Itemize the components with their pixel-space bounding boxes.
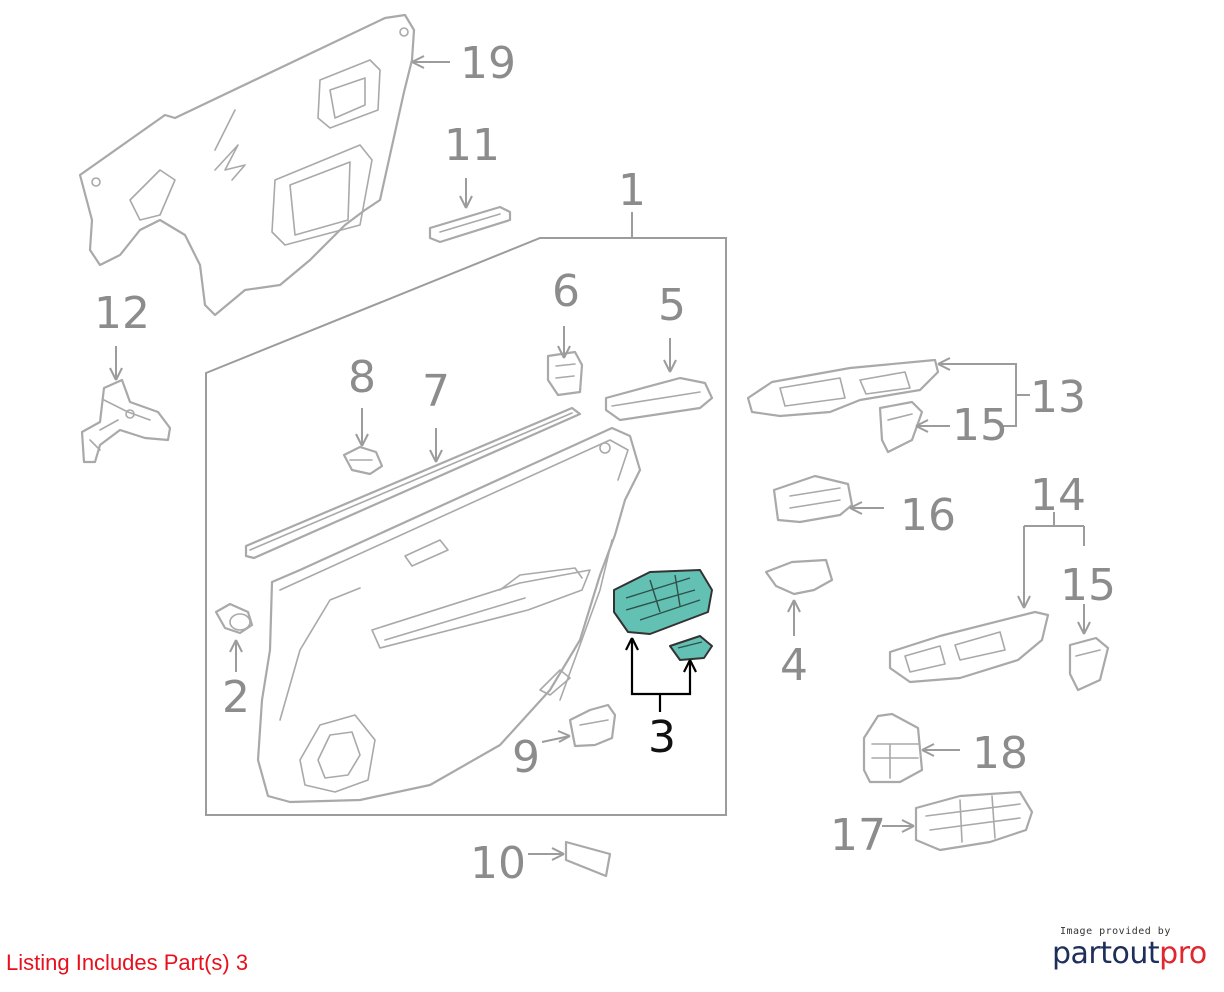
callout-14: 14 xyxy=(1030,470,1086,521)
callout-15-lower: 15 xyxy=(1060,560,1116,611)
arrow-5 xyxy=(663,359,677,373)
callout-1: 1 xyxy=(618,165,646,216)
callout-10: 10 xyxy=(470,838,526,889)
callout-9: 9 xyxy=(512,732,540,783)
arrow-7 xyxy=(429,449,443,463)
arrow-14 xyxy=(1017,595,1031,609)
part-15-cover-top xyxy=(878,400,924,454)
arrow-18 xyxy=(921,743,935,757)
callout-13: 13 xyxy=(1030,372,1086,423)
part-11-clip-strip xyxy=(428,205,512,244)
callout-3: 3 xyxy=(648,712,676,763)
part-8-clip xyxy=(342,445,384,476)
arrow-8 xyxy=(355,433,369,447)
leader-3 xyxy=(630,638,692,712)
part-2-fastener xyxy=(214,602,254,635)
part-6-clip xyxy=(546,350,584,397)
callout-15-top: 15 xyxy=(952,400,1008,451)
part-19-door-panel xyxy=(78,13,416,317)
part-7-weatherstrip xyxy=(244,406,582,560)
arrow-17 xyxy=(901,819,915,833)
arrow-6 xyxy=(557,345,571,359)
arrow-10 xyxy=(551,847,565,861)
arrow-16 xyxy=(849,501,863,515)
callout-5: 5 xyxy=(658,280,686,331)
part-5-armrest-pad xyxy=(604,376,714,422)
listing-includes-note: Listing Includes Part(s) 3 xyxy=(6,950,249,975)
leader-14 xyxy=(1023,512,1085,608)
arrow-11 xyxy=(459,195,473,209)
arrow-13 xyxy=(937,357,951,371)
part-3-switch-bezel-highlighted xyxy=(613,569,713,661)
arrow-12 xyxy=(109,367,123,381)
leader-13 xyxy=(938,363,1030,427)
callout-16: 16 xyxy=(900,490,956,541)
callout-19: 19 xyxy=(460,38,516,89)
callout-12: 12 xyxy=(94,288,150,339)
callout-8: 8 xyxy=(348,352,376,403)
arrow-19 xyxy=(411,55,425,69)
callout-7: 7 xyxy=(422,366,450,417)
part-12-bracket xyxy=(80,378,172,464)
arrow-15-lower xyxy=(1077,621,1091,635)
callout-6: 6 xyxy=(552,266,580,317)
partoutpro-logo: Image provided by partoutpro xyxy=(1052,926,1212,971)
brand-name: partoutpro xyxy=(1052,937,1212,971)
arrow-3a xyxy=(625,637,639,651)
callout-4: 4 xyxy=(780,640,808,691)
brand-name-part1: partout xyxy=(1052,936,1160,971)
callout-2: 2 xyxy=(222,672,250,723)
part-9-bracket xyxy=(568,703,617,748)
part-4-cap xyxy=(764,558,834,596)
part-10-pad xyxy=(564,840,612,878)
part-13-switch-panel xyxy=(746,358,940,418)
arrow-4 xyxy=(787,599,801,613)
brand-name-part2: pro xyxy=(1159,936,1207,971)
callout-11: 11 xyxy=(444,120,500,171)
callout-18: 18 xyxy=(972,728,1028,779)
callout-17: 17 xyxy=(830,810,886,861)
arrow-3b xyxy=(683,659,697,673)
leader-9 xyxy=(541,735,571,743)
arrow-15-top xyxy=(915,419,929,433)
assembly-box-1 xyxy=(205,237,727,816)
part-15-cover-lower xyxy=(1068,636,1110,692)
part-18-switch xyxy=(862,712,924,784)
arrow-9 xyxy=(557,730,571,743)
part-14-switch-panel xyxy=(888,610,1050,684)
arrow-2 xyxy=(229,639,243,653)
part-1-door-trim-panel xyxy=(256,426,642,804)
part-17-switch-assembly xyxy=(914,790,1034,852)
part-16-switch xyxy=(772,474,854,524)
brand-caption: Image provided by xyxy=(1060,926,1171,937)
